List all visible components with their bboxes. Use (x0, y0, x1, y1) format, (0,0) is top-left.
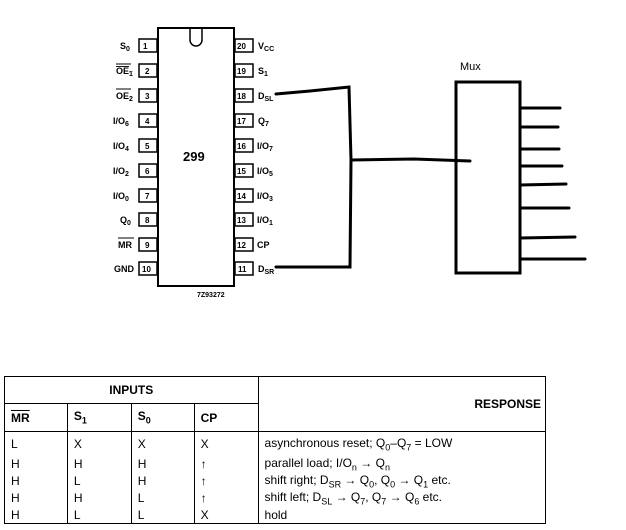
circuit-diagram: 299 7Z93272 1 S0 2 OE1 3 OE2 4 I/O6 5 (113, 27, 587, 299)
pin-16: 16 I/O7 (234, 138, 273, 153)
svg-text:GND: GND (114, 264, 135, 274)
table-row: H H H ↑ parallel load; I/On → Qn (4, 455, 547, 473)
svg-text:5: 5 (145, 142, 150, 151)
table-row: L X X X asynchronous reset; Q0–Q7 = LOW (4, 431, 547, 456)
svg-text:11: 11 (238, 265, 247, 274)
mux-output-lines (518, 106, 587, 261)
table-row: H H L ↑ shift left; DSL → Q7, Q7 → Q6 et… (4, 489, 547, 507)
pin-7: 7 I/O0 (113, 188, 158, 203)
svg-text:20: 20 (237, 42, 246, 51)
svg-text:Q0: Q0 (120, 215, 131, 227)
inputs-header: INPUTS (4, 376, 259, 404)
svg-text:13: 13 (237, 216, 246, 225)
svg-text:DSR: DSR (258, 264, 274, 276)
svg-text:18: 18 (237, 92, 246, 101)
col-cp: CP (194, 403, 259, 432)
pin-13: 13 I/O1 (234, 212, 273, 227)
mux-box (454, 80, 522, 275)
response-header: RESPONSE (258, 376, 547, 432)
pin-15: 15 I/O5 (234, 163, 273, 178)
svg-text:OE1: OE1 (116, 66, 133, 78)
svg-text:I/O4: I/O4 (113, 141, 129, 153)
col-mr: MR (4, 403, 68, 432)
mux-input-wire (349, 157, 472, 163)
svg-text:14: 14 (237, 192, 246, 201)
table-row: H L L X hold (4, 506, 547, 524)
svg-text:10: 10 (142, 265, 151, 274)
svg-text:7: 7 (145, 192, 150, 201)
svg-text:CP: CP (257, 240, 270, 250)
svg-text:S0: S0 (120, 41, 130, 53)
function-table: INPUTS RESPONSE MR S1 S0 CP L X X X asyn… (4, 376, 547, 524)
pin-9: 9 MR (118, 237, 158, 252)
pin-14: 14 I/O3 (234, 188, 273, 203)
table-row: H L H ↑ shift right; DSR → Q0, Q0 → Q1 e… (4, 472, 547, 490)
pin-10: 10 GND (114, 261, 158, 276)
svg-text:VCC: VCC (258, 41, 274, 53)
pin-18: 18 DSL (234, 88, 274, 103)
svg-text:4: 4 (145, 117, 150, 126)
svg-text:I/O7: I/O7 (257, 141, 273, 153)
right-pins: 20 VCC 19 S1 18 DSL 17 Q7 16 I/O7 15 I/O… (234, 38, 274, 276)
svg-text:6: 6 (145, 167, 150, 176)
svg-text:S1: S1 (258, 66, 268, 78)
part-code: 7Z93272 (197, 292, 225, 299)
pin-20: 20 VCC (234, 38, 274, 53)
left-pins: 1 S0 2 OE1 3 OE2 4 I/O6 5 I/O4 6 I/ (113, 38, 158, 276)
svg-text:MR: MR (118, 240, 132, 250)
svg-text:17: 17 (237, 117, 246, 126)
svg-text:2: 2 (145, 67, 150, 76)
svg-text:3: 3 (145, 92, 150, 101)
chip-name: 299 (183, 149, 205, 164)
col-s0: S0 (131, 403, 195, 432)
svg-text:8: 8 (145, 216, 150, 225)
svg-text:9: 9 (145, 241, 150, 250)
svg-text:16: 16 (237, 142, 246, 151)
svg-text:I/O0: I/O0 (113, 191, 129, 203)
svg-text:1: 1 (143, 42, 148, 51)
pin-5: 5 I/O4 (113, 138, 158, 153)
pin-3: 3 OE2 (116, 88, 158, 103)
mux-label: Mux (460, 61, 481, 73)
dsl-wire (274, 85, 353, 162)
svg-text:Q7: Q7 (258, 116, 269, 128)
col-s1: S1 (67, 403, 132, 432)
pin-11: 11 DSR (234, 261, 274, 276)
pin-6: 6 I/O2 (113, 163, 158, 178)
svg-text:I/O2: I/O2 (113, 166, 129, 178)
svg-text:15: 15 (237, 167, 246, 176)
pin-19: 19 S1 (234, 63, 268, 78)
svg-text:12: 12 (237, 241, 246, 250)
pin-1: 1 S0 (120, 38, 158, 53)
pin-4: 4 I/O6 (113, 113, 158, 128)
svg-text:I/O6: I/O6 (113, 116, 129, 128)
svg-text:I/O3: I/O3 (257, 191, 273, 203)
pin-2: 2 OE1 (116, 63, 158, 78)
wires (274, 85, 472, 269)
svg-text:DSL: DSL (258, 91, 274, 103)
svg-text:OE2: OE2 (116, 91, 133, 103)
ic-body (157, 27, 235, 287)
dsr-wire (274, 158, 353, 269)
svg-text:I/O1: I/O1 (257, 215, 273, 227)
svg-text:19: 19 (237, 67, 246, 76)
ic-notch (189, 28, 203, 47)
svg-text:I/O5: I/O5 (257, 166, 273, 178)
pin-17: 17 Q7 (234, 113, 269, 128)
pin-12: 12 CP (234, 237, 270, 252)
pin-8: 8 Q0 (120, 212, 158, 227)
